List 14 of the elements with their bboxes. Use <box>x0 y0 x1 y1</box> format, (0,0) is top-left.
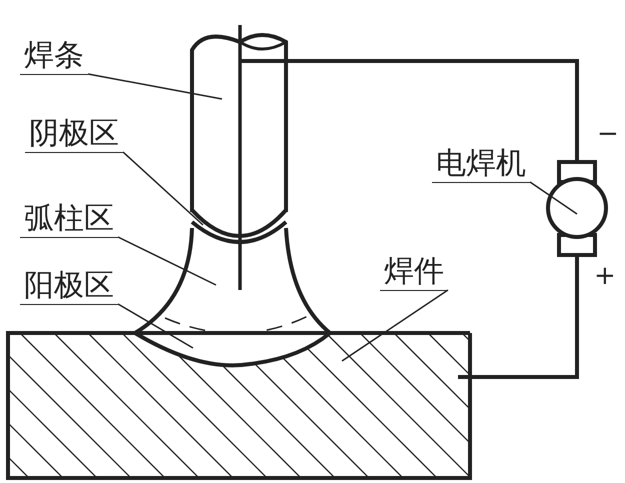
leader-line <box>530 181 578 215</box>
polarity-sign: + <box>594 262 616 290</box>
callout-label: 弧柱区 <box>20 203 118 238</box>
leader-line <box>118 303 194 349</box>
callout-label: 阳极区 <box>20 270 118 305</box>
callout-label: 焊件 <box>380 256 448 291</box>
leader-line <box>118 236 216 286</box>
leader-line <box>342 289 448 362</box>
leader-line <box>88 73 222 100</box>
polarity-sign: − <box>597 120 619 148</box>
leader-line <box>122 151 204 226</box>
callout-label: 电焊机 <box>432 148 530 183</box>
callout-label: 阴极区 <box>25 118 123 153</box>
callout-label: 焊条 <box>20 40 88 75</box>
